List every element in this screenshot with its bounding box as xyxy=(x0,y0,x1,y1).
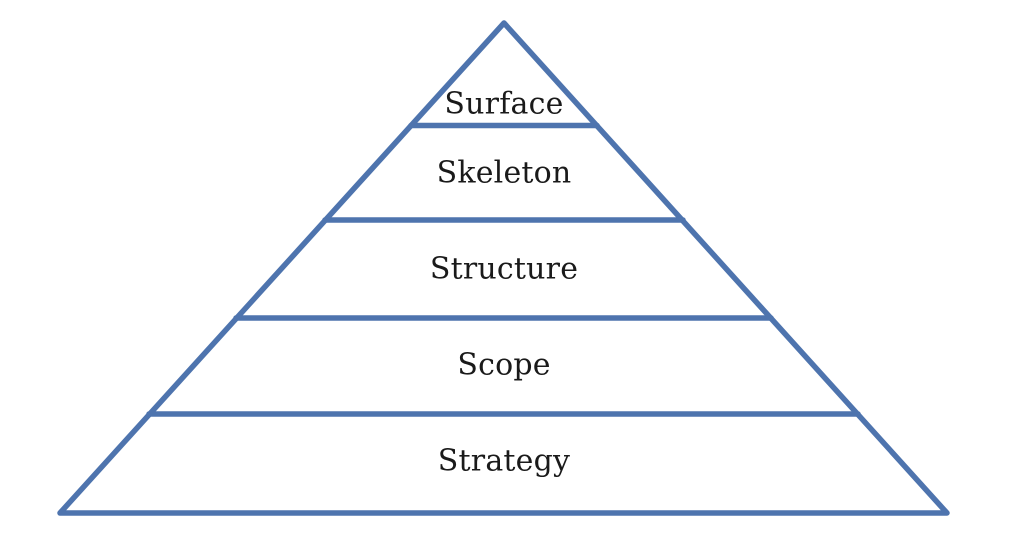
pyramid-outline xyxy=(57,20,950,516)
level-label-strategy: Strategy xyxy=(437,443,571,479)
level-label-skeleton: Skeleton xyxy=(436,155,572,191)
level-label-surface: Surface xyxy=(444,86,564,122)
level-label-scope: Scope xyxy=(457,347,551,383)
level-label-structure: Structure xyxy=(429,251,579,287)
